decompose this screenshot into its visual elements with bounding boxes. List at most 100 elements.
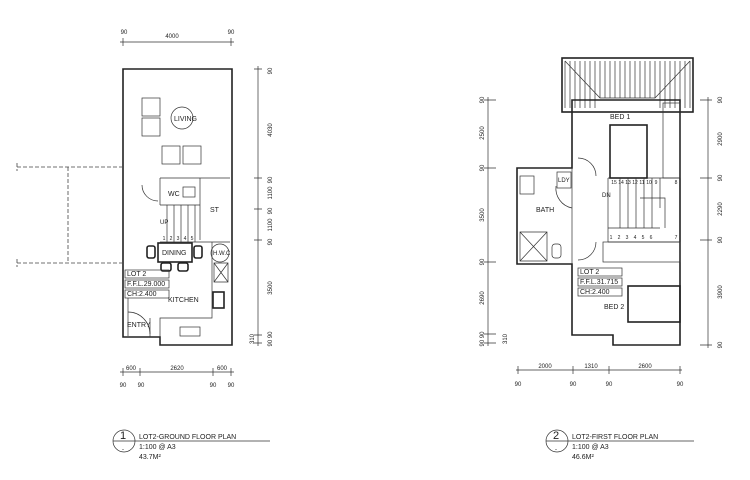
room-label-hwc: H.W.C [213,251,231,257]
entry-door-swing [127,311,151,335]
dimension-label: 90 90 [480,331,486,347]
room-label-living: LIVING [174,116,197,123]
dimension-label: 90 [718,174,724,181]
drawing-number: 1 [120,430,126,442]
dimension-lines [120,38,262,376]
toilet [551,243,562,259]
dimension-label: 310 [250,333,256,344]
dimension-label: 2620 [170,366,184,372]
fridge [213,262,229,283]
dimension-label: 90 [606,382,613,388]
sofa [141,97,161,117]
dimension-label: 2290 [718,202,724,216]
dimension-label: 3500 [268,281,274,295]
armchair [161,145,181,165]
stair-number: 5 [642,235,645,241]
shower [519,231,548,262]
room-label-entry: ENTRY [127,322,151,329]
dimension-label: 90 [268,238,274,245]
stair-number: 5 [191,236,194,242]
ffl-label: F.F.L.31.715 [580,279,618,286]
room-label-st: ST [210,207,220,214]
bed1-door-swing [577,157,597,177]
dimension-label: 90 [718,236,724,243]
dimension-label: 3900 [718,285,724,299]
ground-stairs [160,204,200,242]
dimension-label: 600 [126,366,137,372]
stair-number: 3 [626,235,629,241]
chair [160,262,172,272]
dimension-label: 90 [268,176,274,183]
room-label-bed2: BED 2 [604,304,624,311]
stair-number: 2 [618,235,621,241]
ground-floor-plan: LIVING WC ST UP DINING H.W.C KITCHEN ENT… [16,30,274,389]
lot-info-box [124,269,170,279]
stair-number: 12 [632,180,638,186]
ceiling-height-label: CH:2.400 [127,291,157,298]
stair-number: 10 [646,180,652,186]
stair-number: 9 [655,180,658,186]
first-stairs [607,178,666,242]
drawing-title: LOT2-GROUND FLOOR PLAN [139,434,236,441]
dimension-label: 90 [210,383,217,389]
bed-1 [609,124,648,179]
dimension-label: 4030 [268,123,274,137]
laundry-tub [556,171,572,189]
dimension-label: 90 [121,30,128,36]
dimension-label: 1100 [268,186,274,200]
first-floor-title-block: 2 - LOT2-FIRST FLOOR PLAN 1:100 @ A3 46.… [545,429,694,461]
dimension-label: 90 [268,207,274,214]
ch-info-box [577,287,623,297]
dimension-label: 90 [480,258,486,265]
stair-number: 8 [675,180,678,186]
sheet-number: - [122,447,124,453]
stair-number: 4 [634,235,637,241]
stair-number: 14 [618,180,624,186]
dimension-label: 3500 [480,208,486,222]
ground-floor-title-block: 1 - LOT2-GROUND FLOOR PLAN 1:100 @ A3 43… [112,429,270,461]
ffl-info-box [577,277,623,287]
lot-info-box [577,267,623,277]
dimension-label: 90 [268,67,274,74]
stair-number: 6 [650,235,653,241]
dimension-label: 90 [120,383,127,389]
ground-dimensions: 90 4000 90 90 4030 90 1100 90 1100 90 3500 90 90 310… [120,30,274,389]
stair-number: 15 [611,180,617,186]
roof-below [561,57,694,113]
wardrobe-bed2 [602,241,681,263]
stair-up-label: UP [160,220,168,226]
stair-down-label: DN [602,193,611,199]
dimension-label: 90 [228,383,235,389]
roof-hips [564,60,691,108]
wardrobe-bed1 [662,102,681,179]
kitchen-sink [179,326,201,337]
bath-door-swing [555,185,573,209]
room-label-kitchen: KITCHEN [168,297,199,304]
bed2-door-swing [577,241,597,261]
dimension-label: 90 [138,383,145,389]
dining-table [157,242,193,263]
chair [146,245,156,259]
room-label-bed1: BED 1 [610,114,630,121]
toilet [182,186,196,198]
bed-2 [627,285,681,323]
stair-number: 13 [625,180,631,186]
dimension-label: 90 [718,96,724,103]
dimension-label: 90 [570,382,577,388]
dimension-label: 90 [480,96,486,103]
dimension-label: 1100 [268,218,274,232]
room-label-wc: WC [168,191,180,198]
stair-number: 1 [610,235,613,241]
dimension-label: 4000 [165,34,179,40]
dimension-label: 2500 [480,126,486,140]
dimension-label: 90 [480,164,486,171]
dimension-label: 2690 [480,291,486,305]
drawing-title: LOT2-FIRST FLOOR PLAN [572,434,658,441]
stair-number: 1 [163,236,166,242]
stair-number: 2 [170,236,173,242]
dimension-label: 90 [677,382,684,388]
armchair [182,145,202,165]
